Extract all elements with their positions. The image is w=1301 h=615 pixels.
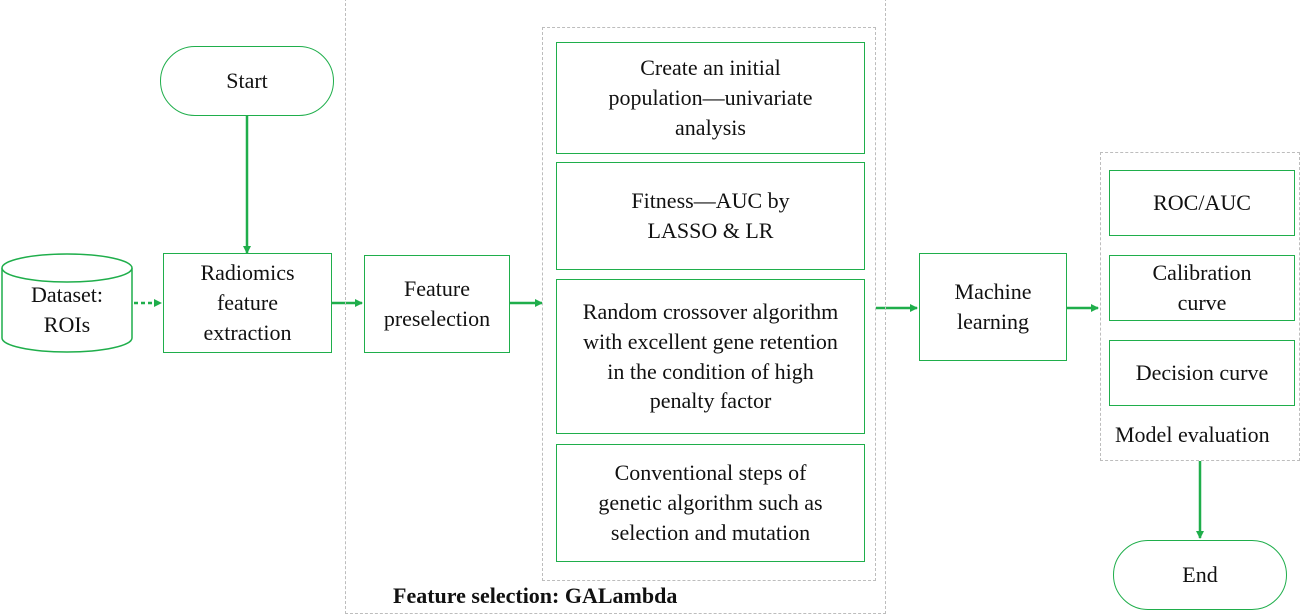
- end-node: End: [1113, 540, 1287, 610]
- radiomics-label: Radiomics feature extraction: [200, 260, 295, 345]
- feature-selection-caption: Feature selection: GALambda: [393, 583, 678, 608]
- preselection-node: Feature preselection: [364, 255, 510, 353]
- dataset-label: Dataset: ROIs: [30, 282, 104, 337]
- machine-learning-node: Machine learning: [919, 253, 1067, 361]
- preselection-label: Feature preselection: [383, 276, 491, 331]
- ga-step-label: Conventional steps of genetic algorithm …: [598, 460, 823, 545]
- roc-auc-label: ROC/AUC: [1153, 190, 1251, 216]
- dataset-cylinder-shape: [1, 253, 133, 353]
- calibration-curve-label: Calibration curve: [1152, 260, 1252, 315]
- model-evaluation-region: [1100, 152, 1300, 461]
- roc-auc-node: ROC/AUC: [1109, 170, 1295, 236]
- ga-step-conventional: Conventional steps of genetic algorithm …: [556, 444, 865, 562]
- decision-curve-label: Decision curve: [1135, 360, 1269, 386]
- model-evaluation-caption: Model evaluation: [1115, 422, 1270, 447]
- ga-step-label: Fitness—AUC by LASSO & LR: [631, 188, 790, 243]
- decision-curve-node: Decision curve: [1109, 340, 1295, 406]
- machine-learning-label: Machine learning: [954, 279, 1032, 334]
- dataset-node: Dataset: ROIs: [2, 270, 132, 350]
- ga-step-random-crossover: Random crossover algorithm with excellen…: [556, 279, 865, 434]
- radiomics-node: Radiomics feature extraction: [163, 253, 332, 353]
- ga-step-fitness: Fitness—AUC by LASSO & LR: [556, 162, 865, 270]
- ga-step-initial-population: Create an initial population—univariate …: [556, 42, 865, 154]
- start-node: Start: [160, 46, 334, 116]
- ga-steps-region: [542, 27, 876, 581]
- ga-step-label: Random crossover algorithm with excellen…: [582, 299, 839, 414]
- start-label: Start: [226, 68, 268, 94]
- calibration-curve-node: Calibration curve: [1109, 255, 1295, 321]
- end-label: End: [1182, 562, 1218, 588]
- ga-step-label: Create an initial population—univariate …: [608, 55, 813, 140]
- feature-selection-region: [345, 0, 886, 614]
